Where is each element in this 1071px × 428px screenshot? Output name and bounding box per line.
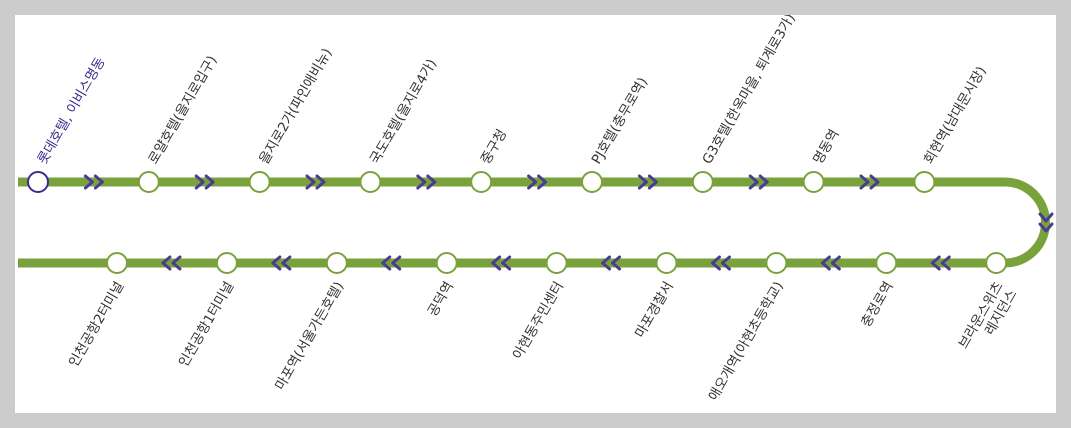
stop-label: 마포역(서울가든호텔) <box>272 279 347 393</box>
chevron-double-right-icon <box>637 174 658 190</box>
stop-label: 공덕역 <box>425 279 457 319</box>
stop-label: 을지로2가(파인애비뉴) <box>256 46 335 167</box>
route-map-panel: 롯데호텔, 이비스명동 로얄호텔(을지로입구) 을지로2가(파인애비뉴) 국도호텔(을… <box>15 15 1056 413</box>
stop-label: 로얄호텔(을지로입구) <box>145 53 221 167</box>
chevron-double-right-icon <box>748 174 769 190</box>
stop-marker[interactable] <box>691 171 714 193</box>
chevron-double-right-icon <box>416 174 437 190</box>
chevron-double-left-icon <box>491 255 512 271</box>
stop-label: 아현동주민센터 <box>510 279 567 362</box>
stop-marker[interactable] <box>802 171 825 193</box>
stop-marker[interactable] <box>545 252 568 274</box>
stop-marker[interactable] <box>215 252 238 274</box>
stop-label: G3호텔(한옥마을, 퇴계로3가) <box>699 15 798 167</box>
stop-label: 인천공항2터미널 <box>66 279 128 370</box>
route-line-diagram: 롯데호텔, 이비스명동 로얄호텔(을지로입구) 을지로2가(파인애비뉴) 국도호텔(을… <box>18 15 1054 404</box>
current-stop-marker[interactable] <box>27 171 49 193</box>
stop-marker[interactable] <box>359 171 382 193</box>
stop-marker[interactable] <box>875 252 898 274</box>
chevron-double-left-icon <box>820 255 841 271</box>
chevron-double-right-icon <box>527 174 548 190</box>
chevron-double-right-icon <box>305 174 326 190</box>
stop-label: 애오개역(아현초등학교) <box>706 279 787 404</box>
stop-label: 브라운스위츠레지던스 <box>956 279 1021 360</box>
stop-marker[interactable] <box>655 252 678 274</box>
stop-label: 국도호텔(을지로4가) <box>367 56 440 167</box>
stop-label: 회현역(남대문시장) <box>921 64 990 167</box>
chevron-double-right-icon <box>83 174 104 190</box>
stop-label: 롯데호텔, 이비스명동 <box>35 55 109 167</box>
chevron-double-left-icon <box>161 255 182 271</box>
chevron-double-left-icon <box>271 255 292 271</box>
chevron-double-left-icon <box>601 255 622 271</box>
stop-marker[interactable] <box>137 171 160 193</box>
stop-label: 마포경찰서 <box>632 279 677 341</box>
stop-label: PJ호텔(충무로역) <box>589 75 651 167</box>
stop-marker[interactable] <box>913 171 936 193</box>
stop-label: 중구청 <box>478 127 510 167</box>
route-line <box>18 177 1050 268</box>
stop-label: 충정로역 <box>858 279 897 330</box>
stop-marker[interactable] <box>248 171 271 193</box>
chevron-double-left-icon <box>930 255 951 271</box>
stop-marker[interactable] <box>106 252 128 274</box>
stop-marker[interactable] <box>581 171 603 193</box>
stop-marker[interactable] <box>325 252 348 274</box>
chevron-double-left-icon <box>381 255 402 271</box>
stop-marker[interactable] <box>765 252 788 274</box>
stop-label: 명동역 <box>810 127 842 167</box>
chevron-double-down-icon <box>1038 212 1054 233</box>
stop-marker[interactable] <box>985 252 1008 274</box>
chevron-double-right-icon <box>859 174 880 190</box>
stop-marker[interactable] <box>435 252 458 274</box>
chevron-double-right-icon <box>194 174 215 190</box>
stop-label: 인천공항1터미널 <box>176 279 238 370</box>
stop-marker[interactable] <box>470 171 493 193</box>
chevron-double-left-icon <box>710 255 731 271</box>
